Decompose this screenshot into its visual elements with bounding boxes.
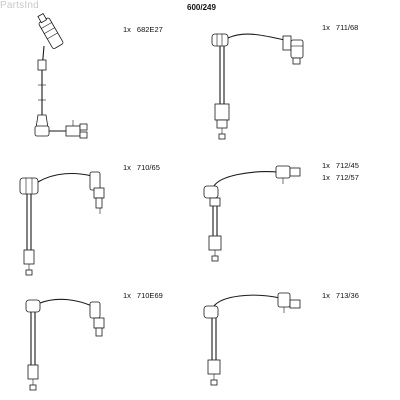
- wire-sleeve: [37, 59, 47, 71]
- lead-wire: [227, 33, 286, 41]
- spark-plug-boot: [19, 177, 39, 195]
- part-label-710E69: 1x 710E69: [123, 291, 163, 300]
- part-code: 710/65: [136, 163, 160, 172]
- part-code: 713/36: [335, 291, 359, 300]
- part-qty: 1x: [322, 161, 330, 170]
- connector-terminal: [275, 165, 291, 179]
- spark-plug-boot: [203, 185, 219, 199]
- ignition-lead-710E69: [25, 298, 105, 391]
- part-qty: 1x: [322, 173, 330, 182]
- part-qty: 1x: [123, 25, 131, 34]
- plug-boot-lower: [207, 359, 221, 375]
- part-label-713-36: 1x 713/36: [322, 291, 359, 300]
- terminal-clip: [29, 384, 37, 391]
- catalog-number: 600/249: [187, 3, 216, 12]
- part-label-682E27: 1x 682E27: [123, 25, 163, 34]
- part-code: 712/45: [335, 161, 359, 170]
- part-code: 711/68: [335, 23, 359, 32]
- spark-plug-boot: [203, 305, 219, 319]
- plug-boot-lower: [208, 235, 222, 251]
- ignition-lead-682E27: [34, 13, 88, 139]
- part-qty: 1x: [322, 291, 330, 300]
- lead-wire: [213, 294, 281, 307]
- plug-boot-lower: [27, 364, 39, 380]
- part-code: 710E69: [136, 291, 163, 300]
- part-label-710-65: 1x 710/65: [123, 163, 160, 172]
- connector-boot-end: [34, 125, 50, 137]
- spark-plug-boot: [37, 13, 64, 49]
- plug-boot-lower: [214, 103, 230, 121]
- part-code: 682E27: [136, 25, 163, 34]
- spark-plug-boot: [211, 33, 229, 47]
- connector-terminal: [65, 125, 81, 137]
- plug-boot-lower: [23, 249, 35, 265]
- ignition-lead-712-45-57: [203, 165, 301, 262]
- watermark-text: PartsInd: [0, 0, 39, 11]
- terminal-clip: [210, 379, 218, 386]
- spark-plug-boot: [25, 299, 41, 313]
- part-code: 712/57: [335, 173, 359, 182]
- part-label-712-57: 1x 712/57: [322, 173, 359, 182]
- connector-terminal: [277, 292, 291, 308]
- ignition-lead-711-68: [211, 33, 304, 140]
- lead-wire: [213, 171, 279, 187]
- connector-terminal: [282, 35, 292, 51]
- connector-terminal: [89, 171, 101, 191]
- connector-terminal: [89, 301, 101, 319]
- lead-wire: [37, 172, 93, 183]
- part-label-712-45: 1x 712/45: [322, 161, 359, 170]
- lead-wire: [39, 298, 93, 307]
- terminal-clip: [25, 269, 33, 276]
- part-label-711-68: 1x 711/68: [322, 23, 358, 32]
- ignition-lead-713-36: [203, 292, 301, 386]
- terminal-clip: [211, 255, 219, 262]
- ignition-lead-710-65: [19, 171, 105, 276]
- part-qty: 1x: [123, 291, 131, 300]
- terminal-clip: [218, 133, 226, 140]
- part-qty: 1x: [322, 23, 330, 32]
- part-qty: 1x: [123, 163, 131, 172]
